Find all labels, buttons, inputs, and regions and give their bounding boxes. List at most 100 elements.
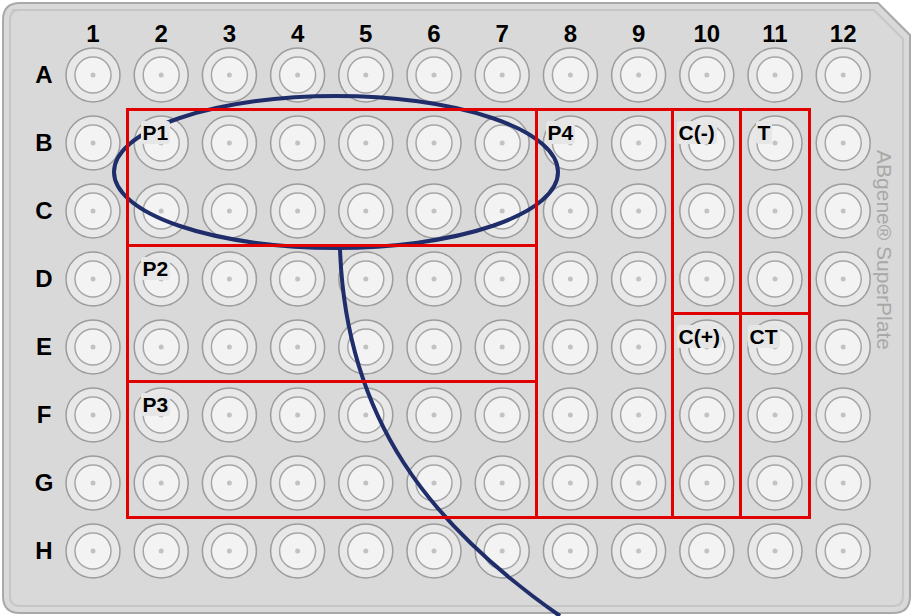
well-bottom	[689, 57, 725, 93]
well	[202, 184, 256, 238]
well-rim	[612, 116, 666, 170]
well	[407, 320, 461, 374]
well-bottom	[552, 57, 588, 93]
group-box: C(+)	[671, 312, 742, 519]
well	[748, 116, 802, 170]
well-rim	[407, 388, 461, 442]
well	[339, 184, 393, 238]
well	[134, 320, 188, 374]
well-bottom	[211, 125, 247, 161]
group-label: C(-)	[677, 121, 717, 144]
well-center	[636, 345, 641, 350]
well-rim	[612, 388, 666, 442]
well	[612, 524, 666, 578]
well-bottom	[552, 397, 588, 433]
well-center	[773, 141, 778, 146]
well-rim	[816, 456, 870, 510]
well	[680, 48, 734, 102]
well-center	[704, 277, 709, 282]
well	[339, 252, 393, 306]
well-center	[91, 73, 96, 78]
well-center	[568, 413, 573, 418]
well-rim	[202, 116, 256, 170]
well-bottom	[416, 125, 452, 161]
well	[612, 456, 666, 510]
well-rim	[66, 252, 120, 306]
well-bottom	[621, 329, 657, 365]
well-center	[704, 209, 709, 214]
group-label: P4	[546, 121, 576, 144]
well-rim	[816, 388, 870, 442]
well	[202, 524, 256, 578]
well-center	[568, 209, 573, 214]
well	[407, 48, 461, 102]
row-letter: B	[35, 130, 52, 156]
well-center	[159, 345, 164, 350]
well-center	[636, 141, 641, 146]
well-rim	[680, 388, 734, 442]
well	[339, 524, 393, 578]
group-label: CT	[748, 325, 780, 348]
group-box: P2	[126, 244, 538, 383]
well	[407, 388, 461, 442]
group-label: P3	[141, 393, 171, 416]
well-rim	[202, 184, 256, 238]
well-rim	[543, 252, 597, 306]
well-bottom	[484, 261, 520, 297]
well	[339, 48, 393, 102]
row-letter: F	[37, 402, 52, 428]
well	[339, 320, 393, 374]
well	[612, 320, 666, 374]
well-rim	[543, 48, 597, 102]
well-bottom	[689, 465, 725, 501]
well	[66, 116, 120, 170]
well-rim	[202, 388, 256, 442]
well-rim	[748, 524, 802, 578]
well	[271, 524, 325, 578]
well-rim	[475, 116, 529, 170]
well-rim	[66, 320, 120, 374]
well-rim	[202, 524, 256, 578]
well-bottom	[552, 193, 588, 229]
well-bottom	[348, 533, 384, 569]
well-bottom	[552, 465, 588, 501]
well-center	[500, 209, 505, 214]
well-center	[568, 481, 573, 486]
well	[66, 320, 120, 374]
highlight-ellipse	[114, 96, 558, 248]
well-bottom	[280, 125, 316, 161]
well-bottom	[689, 193, 725, 229]
well	[816, 252, 870, 306]
well-center	[841, 277, 846, 282]
well	[134, 524, 188, 578]
column-number: 1	[86, 21, 99, 47]
well-rim	[475, 388, 529, 442]
well-center	[432, 549, 437, 554]
well	[475, 320, 529, 374]
well-center	[363, 141, 368, 146]
well-bottom	[280, 261, 316, 297]
well-bottom	[552, 329, 588, 365]
well	[134, 388, 188, 442]
well-rim	[816, 48, 870, 102]
well-rim	[680, 184, 734, 238]
column-number: 9	[632, 21, 645, 47]
well-rim	[271, 524, 325, 578]
well-center	[432, 345, 437, 350]
well-center	[432, 481, 437, 486]
column-number: 10	[693, 21, 720, 47]
well-center	[227, 209, 232, 214]
row-letter: D	[35, 266, 52, 292]
row-letter: E	[36, 334, 52, 360]
well-bottom	[75, 329, 111, 365]
well-center	[704, 481, 709, 486]
well	[271, 456, 325, 510]
well	[407, 184, 461, 238]
well-bottom	[825, 329, 861, 365]
well-center	[773, 413, 778, 418]
well-rim	[543, 320, 597, 374]
well-bottom	[757, 533, 793, 569]
well	[748, 252, 802, 306]
well-bottom	[484, 125, 520, 161]
